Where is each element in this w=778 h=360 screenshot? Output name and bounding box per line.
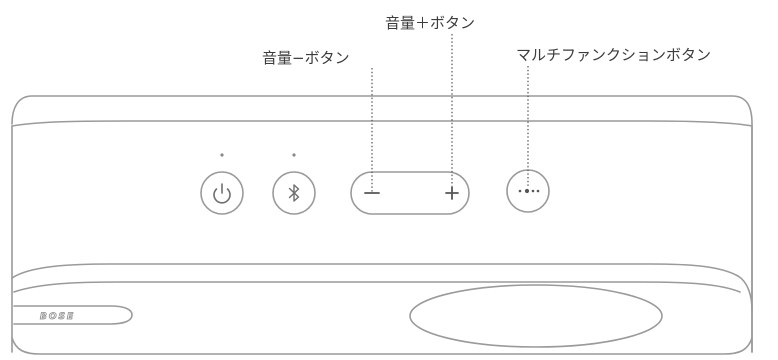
dots-icon bbox=[518, 188, 540, 194]
logo-plate bbox=[13, 305, 133, 325]
speaker-right-foot bbox=[737, 275, 753, 311]
logo-wordmark: BOSE bbox=[40, 312, 75, 322]
speaker-oval-panel bbox=[409, 284, 663, 348]
multifunction-button[interactable] bbox=[506, 169, 550, 213]
power-button[interactable] bbox=[200, 171, 244, 215]
speaker-top-edge bbox=[11, 120, 753, 127]
bluetooth-led-dot bbox=[292, 153, 296, 157]
power-led-dot bbox=[220, 153, 224, 157]
power-icon bbox=[213, 183, 231, 204]
speaker-grille-band bbox=[11, 263, 739, 279]
bluetooth-icon bbox=[288, 184, 300, 202]
speaker-rear-outline bbox=[11, 95, 753, 353]
bluetooth-button[interactable] bbox=[272, 171, 316, 215]
volume-up-label: 音量＋ボタン bbox=[385, 14, 476, 32]
speaker-grille-band-inner bbox=[13, 281, 741, 293]
speaker-front-body bbox=[11, 125, 753, 353]
volume-down-label: 音量−ボタン bbox=[262, 49, 350, 67]
multifunction-label: マルチファンクションボタン bbox=[516, 46, 712, 64]
volume-control bbox=[350, 171, 470, 215]
speaker-base bbox=[11, 337, 753, 355]
plus-icon bbox=[445, 186, 459, 200]
volume-up-button[interactable] bbox=[445, 186, 459, 200]
